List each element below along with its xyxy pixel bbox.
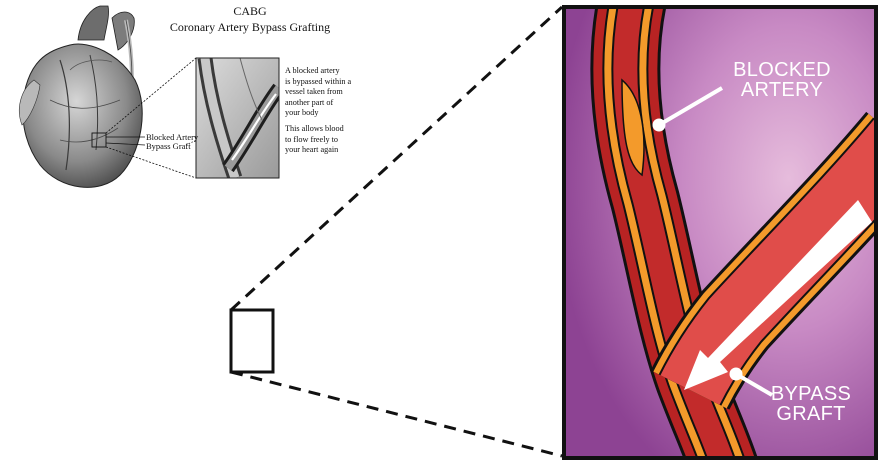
label-bypass-line2: GRAFT (756, 404, 866, 424)
label-blocked-artery: BLOCKED ARTERY (722, 60, 842, 100)
heart-illustration (19, 6, 142, 187)
label-bypass-graft-small: Bypass Graft (146, 141, 191, 151)
description-part-1: A blocked artery is bypassed within a ve… (285, 66, 351, 119)
page-subtitle: Coronary Artery Bypass Grafting (150, 20, 350, 35)
label-blocked-line2: ARTERY (722, 80, 842, 100)
label-blocked-line1: BLOCKED (722, 60, 842, 80)
label-bypass-graft: BYPASS GRAFT (756, 384, 866, 424)
description-part-2: This allows blood to flow freely to your… (285, 124, 344, 156)
zoom-lines (231, 7, 562, 456)
detail-inset (196, 58, 279, 178)
page-title: CABG (150, 4, 350, 19)
zoom-source-box (231, 310, 273, 372)
label-bypass-line1: BYPASS (756, 384, 866, 404)
